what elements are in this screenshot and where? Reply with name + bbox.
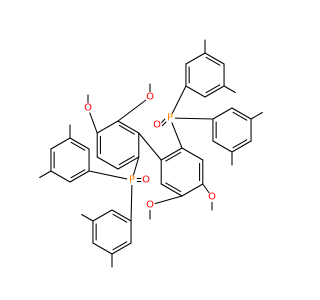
xylyl-ring-right-upper-bond-0: [204, 52, 225, 65]
xylyl-ring-left-upper-bond-3: [50, 170, 71, 183]
xylyl-ring-right-lower-bond-0-inner: [232, 111, 248, 121]
methoxy-oxygen-1: O: [146, 92, 154, 103]
xylyl-ring-left-upper-to-p: [88, 170, 133, 181]
left-biaryl-ring-bond-5: [96, 120, 119, 134]
xylyl-ring-right-upper-bond-0-inner: [205, 56, 221, 66]
phosphorus-atom-left: P: [129, 175, 135, 186]
p-o-bond-right-b: [161, 121, 167, 127]
left-biaryl-ring-bond-0: [117, 120, 140, 134]
xylyl-ring-right-lower-bond-3: [212, 140, 233, 153]
xylyl-ring-left-lower-bond-3: [92, 242, 113, 255]
xylyl-ring-right-lower-methyl-0: [250, 111, 263, 120]
right-biaryl-ring-bond-5-inner: [165, 151, 182, 162]
xylyl-ring-right-upper-bond-3: [185, 85, 206, 98]
xylyl-ring-right-upper-methyl-1: [223, 85, 236, 94]
xylyl-ring-left-lower-bond-2: [111, 242, 132, 255]
oxygen-atom-right: O: [153, 120, 161, 131]
oxygen-atom-left: O: [142, 175, 150, 186]
xylyl-ring-right-lower-bond-0: [231, 107, 252, 120]
xylyl-ring-right-upper-to-p: [169, 85, 187, 119]
methoxy-oxygen-3: O: [146, 200, 154, 211]
oxygen-atom-right-background: [152, 120, 162, 130]
methoxy-oxygen-2: O: [84, 103, 92, 114]
right-biaryl-ring-bond-2: [181, 183, 204, 197]
xylyl-ring-right-lower-bond-2-inner: [232, 139, 248, 149]
p-aryl-bond-right: [169, 117, 183, 149]
xylyl-ring-left-upper-bond-2: [69, 170, 90, 183]
methoxy-oxygen-1-background: [145, 92, 155, 102]
phosphorus-atom-left-background: [127, 175, 137, 185]
p-o-bond-right-a: [160, 118, 166, 124]
left-biaryl-ring-bond-0-inner: [118, 124, 135, 135]
xylyl-ring-left-upper-bond-2-inner: [70, 169, 86, 179]
xylyl-ring-left-lower-methyl-1: [81, 213, 94, 222]
oxygen-atom-left-background: [141, 175, 151, 185]
right-biaryl-ring-bond-3-inner: [165, 182, 182, 193]
xylyl-ring-left-upper-bond-0-inner: [70, 141, 86, 151]
xylyl-ring-right-lower-bond-2: [231, 140, 252, 153]
methoxy-right-bottom-o: [149, 195, 183, 206]
left-biaryl-ring-bond-2-inner: [118, 155, 135, 166]
xylyl-ring-right-lower-to-p: [169, 117, 214, 120]
bond-layer: [39, 39, 263, 268]
left-biaryl-ring-bond-2: [117, 156, 140, 170]
methoxy-oxygen-2-background: [83, 103, 93, 113]
methoxy-oxygen-3-background: [145, 200, 155, 210]
methoxy-oxygen-4-background: [207, 192, 217, 202]
right-biaryl-ring-bond-3: [160, 183, 183, 197]
xylyl-ring-left-lower-bond-0-inner: [112, 213, 128, 223]
xylyl-ring-left-lower-bond-0: [111, 209, 132, 222]
phosphorus-atom-right-background: [165, 113, 175, 123]
xylyl-ring-left-upper-bond-5: [50, 137, 71, 150]
xylyl-ring-left-lower-bond-5: [92, 209, 113, 222]
xylyl-ring-right-upper-bond-2: [204, 85, 225, 98]
xylyl-ring-right-upper-bond-5: [185, 52, 206, 65]
right-biaryl-ring-bond-5: [160, 147, 183, 161]
xylyl-ring-left-lower-bond-2-inner: [112, 241, 128, 251]
phosphorus-atom-right: P: [167, 113, 173, 124]
biaryl-bond: [138, 132, 162, 161]
xylyl-ring-left-lower-to-p: [130, 179, 133, 222]
xylyl-ring-left-upper-methyl-1: [39, 170, 52, 179]
xylyl-ring-left-upper-bond-0: [69, 137, 90, 150]
left-biaryl-ring-bond-3: [96, 156, 119, 170]
methoxy-left-top-o: [117, 96, 151, 122]
xylyl-ring-right-lower-bond-5: [212, 107, 233, 120]
methoxy-oxygen-4: O: [208, 192, 216, 203]
xylyl-ring-right-upper-bond-2-inner: [205, 84, 221, 94]
right-biaryl-ring-bond-0: [181, 147, 204, 161]
